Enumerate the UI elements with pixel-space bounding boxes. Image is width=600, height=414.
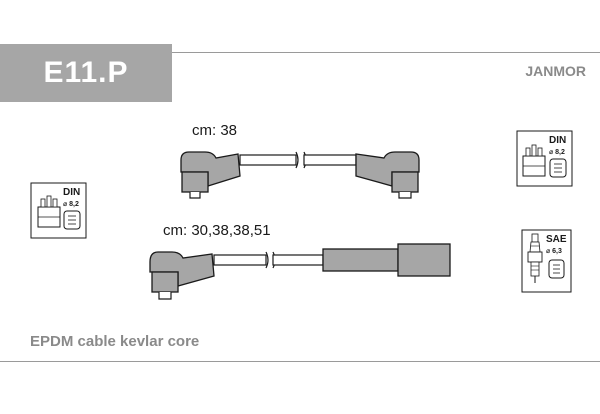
connector-size: ⌀ 8,2	[549, 149, 565, 156]
cable-segment	[272, 254, 324, 266]
header-divider	[172, 52, 600, 53]
cable-set-2-length: cm: 30,38,38,51	[163, 222, 271, 239]
cable-break-mark	[265, 251, 269, 269]
cable-break-mark	[295, 151, 299, 169]
connector-badge-distributor-left: DIN ⌀ 8,2	[30, 182, 87, 239]
connector-standard: DIN	[63, 187, 80, 198]
connector-standard: DIN	[549, 135, 566, 146]
socket-icon	[63, 210, 81, 230]
connector-standard: SAE	[546, 234, 567, 245]
spark-plug-icon	[527, 233, 543, 283]
cable-set-2	[149, 243, 451, 300]
distributor-cap-icon	[37, 195, 61, 228]
cable-set-1	[180, 151, 420, 199]
socket-icon	[549, 158, 567, 178]
connector-badge-distributor-right: DIN ⌀ 8,2	[516, 130, 573, 187]
angled-boot-right	[355, 151, 420, 199]
connector-badge-spark-plug: SAE ⌀ 6,3	[521, 229, 572, 293]
cable-description: EPDM cable kevlar core	[30, 333, 200, 350]
connector-size: ⌀ 6,3	[546, 248, 562, 255]
straight-boot	[322, 243, 451, 277]
footer-divider	[0, 361, 600, 362]
cable-set-1-length: cm: 38	[192, 122, 238, 139]
product-code-box	[0, 44, 172, 102]
angled-boot-left	[180, 151, 241, 199]
cable-segment	[213, 254, 267, 266]
product-code: E11.P	[43, 56, 129, 89]
socket-icon	[548, 259, 565, 279]
cable-segment	[303, 154, 357, 166]
distributor-cap-icon	[522, 144, 546, 177]
cable-segment	[239, 154, 297, 166]
angled-boot-left	[149, 251, 215, 300]
connector-size: ⌀ 8,2	[63, 201, 79, 208]
brand-name: JANMOR	[525, 63, 586, 79]
